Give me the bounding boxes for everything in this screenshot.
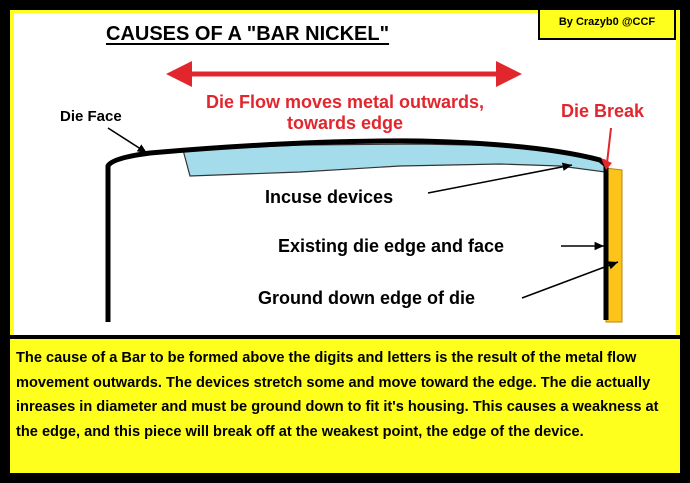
credit-box: By Crazyb0 @CCF — [538, 8, 676, 40]
divider — [10, 335, 680, 339]
existing-edge-label: Existing die edge and face — [278, 236, 505, 256]
die-flow-arrow — [166, 61, 522, 87]
diagram-title: CAUSES OF A "BAR NICKEL" — [106, 23, 390, 45]
die-break-label: Die Break — [561, 101, 645, 121]
die-face-pointer — [107, 127, 148, 154]
die-outline — [105, 138, 609, 322]
die-break-marker — [601, 158, 612, 170]
die-face-label: Die Face — [60, 108, 122, 125]
incuse-devices-label: Incuse devices — [265, 187, 394, 207]
ground-edge-label: Ground down edge of die — [258, 288, 475, 308]
explanation-panel — [10, 339, 680, 473]
explanation-text: The cause of a Bar to be formed above th… — [16, 350, 659, 440]
die-break-pointer — [606, 127, 612, 164]
credit-text: By Crazyb0 @CCF — [558, 16, 656, 28]
incuse-pointer — [427, 162, 573, 194]
die-flow-label: Die Flow moves metal outwards, towards e… — [205, 92, 485, 133]
ground-edge-pointer — [521, 261, 619, 299]
